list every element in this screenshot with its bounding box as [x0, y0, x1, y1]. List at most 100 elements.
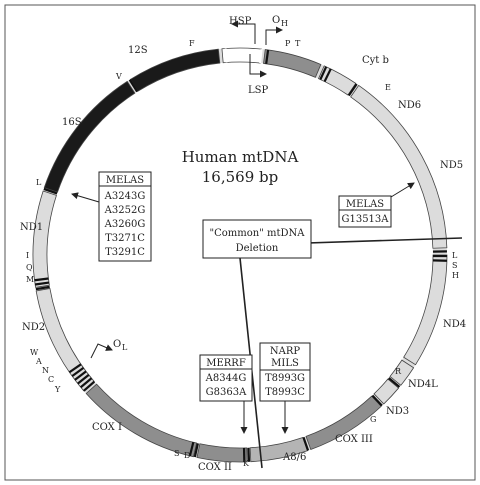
gene-label-nd6: ND6	[398, 100, 421, 111]
melas-left-heading: MELAS	[106, 175, 144, 186]
trna-label-w: W	[30, 348, 39, 357]
trna-label-f: F	[189, 39, 195, 48]
gene-segment-nd1	[32, 190, 57, 288]
trna-stripe	[371, 394, 383, 407]
melas-left-mutation: A3243G	[104, 191, 146, 202]
trna-stripe	[34, 281, 50, 286]
trna-label-y: Y	[54, 385, 61, 394]
narp-rect	[259, 342, 311, 402]
narp-heading: NARP	[270, 346, 301, 357]
gene-segment-nd4l	[389, 359, 415, 386]
oh-label: O	[272, 15, 280, 26]
gene-label-12s: 12S	[128, 45, 148, 56]
gene-label-nd4: ND4	[443, 319, 466, 330]
trna-stripe	[259, 49, 263, 64]
gene-label-cox3: COX III	[335, 434, 373, 445]
merrf-heading: MERRF	[206, 358, 246, 369]
trna-stripe	[188, 442, 195, 457]
gene-label-cox2: COX II	[198, 462, 232, 473]
trna-stripe	[77, 374, 90, 385]
gene-segment-nd3	[373, 378, 400, 405]
melas-right-heading: MELAS	[346, 199, 384, 210]
melas-right-pointer	[390, 182, 415, 198]
gene-label-cox1: COX I	[92, 422, 122, 433]
figure-frame	[4, 4, 476, 481]
gene-label-16s: 16S	[62, 117, 82, 128]
gene-segment-coxi	[85, 383, 198, 458]
melas-left-pointer	[71, 192, 100, 203]
trna-stripe	[35, 285, 50, 291]
trna-stripe	[319, 66, 328, 80]
trna-stripe	[388, 377, 401, 388]
trna-stripe	[71, 367, 85, 377]
melas-left-box: MELAS A3243G A3252G A3260G T3271C T3291C	[98, 171, 152, 262]
hsp-promoter: HSP	[229, 16, 256, 44]
gene-segment-nd5	[350, 84, 448, 249]
gene-label-cytb: Cyt b	[362, 55, 389, 66]
gene-label-nd5: ND5	[440, 160, 463, 171]
lsp-promoter: LSP	[248, 54, 268, 96]
narp-mutation: T8993G	[265, 373, 305, 384]
trna-label-r: R	[395, 367, 402, 376]
melas-left-mutation: T3291C	[105, 247, 145, 258]
trna-stripe	[43, 187, 58, 195]
trna-label-s-lower: S	[174, 449, 179, 458]
trna-stripe	[224, 48, 228, 63]
trna-label-e: E	[385, 83, 391, 92]
control-region-segment	[221, 47, 263, 64]
diagram-subtitle: 16,569 bp	[202, 168, 278, 186]
deletion-line-1: "Common" mtDNA	[210, 228, 306, 239]
trna-label-l: L	[36, 178, 42, 187]
trna-label-v: V	[115, 72, 122, 81]
gene-segment-cytb	[263, 49, 322, 78]
trna-label-m: M	[26, 275, 34, 284]
gene-label-a86: A8/6	[282, 452, 306, 463]
gene-label-nd3: ND3	[386, 406, 409, 417]
gene-segment-nd4	[403, 254, 448, 366]
merrf-mutation: A8344G	[205, 373, 247, 384]
gene-segment-12s	[129, 48, 221, 92]
trna-stripe	[265, 49, 270, 64]
trna-stripe	[34, 277, 49, 282]
melas-right-rect	[338, 195, 392, 228]
merrf-box: MERRF A8344G G8363A	[199, 354, 253, 402]
melas-right-box: MELAS G13513A	[338, 195, 392, 228]
trna-label-p: P	[285, 39, 291, 48]
gene-segment-nd2	[35, 288, 95, 392]
trna-label-k: K	[243, 459, 250, 468]
oh-sub: H	[281, 19, 288, 28]
trna-stripe	[193, 443, 199, 458]
ol-sub: L	[122, 343, 128, 352]
gene-segment-16s	[43, 80, 136, 193]
deletion-rect	[202, 219, 312, 259]
melas-left-mutation: A3260G	[104, 219, 146, 230]
gene-segment-a86	[249, 436, 308, 463]
trna-label-d: D	[184, 451, 190, 460]
gene-segment-coxii	[196, 443, 248, 463]
mils-heading: MILS	[271, 358, 299, 369]
gene-label-nd2: ND2	[22, 322, 45, 333]
diagram-title: Human mtDNA	[182, 148, 299, 166]
trna-label-s-upper: S	[452, 261, 457, 270]
gene-label-nd4l: ND4L	[408, 379, 438, 390]
light-strand-origin: O L	[90, 339, 128, 359]
merrf-rect	[199, 354, 253, 402]
heavy-strand-origin: O H	[265, 15, 288, 45]
lsp-label: LSP	[248, 85, 268, 96]
narp-mils-box: NARP MILS T8993G T8993C	[259, 342, 311, 402]
gene-segment-coxiii	[305, 395, 382, 451]
gene-label-nd1: ND1	[20, 222, 43, 233]
trna-stripe	[302, 436, 310, 451]
melas-left-mutation: T3271C	[105, 233, 145, 244]
trna-stripes	[34, 48, 448, 462]
trna-stripe	[347, 83, 358, 97]
hsp-label: HSP	[229, 16, 252, 27]
trna-stripe	[128, 79, 139, 93]
trna-stripe	[323, 68, 332, 83]
trna-label-c: C	[48, 375, 54, 384]
ol-label: O	[113, 339, 121, 350]
trna-stripe	[68, 363, 82, 374]
trna-label-l-upper: L	[452, 251, 458, 260]
trna-label-n: N	[42, 366, 49, 375]
